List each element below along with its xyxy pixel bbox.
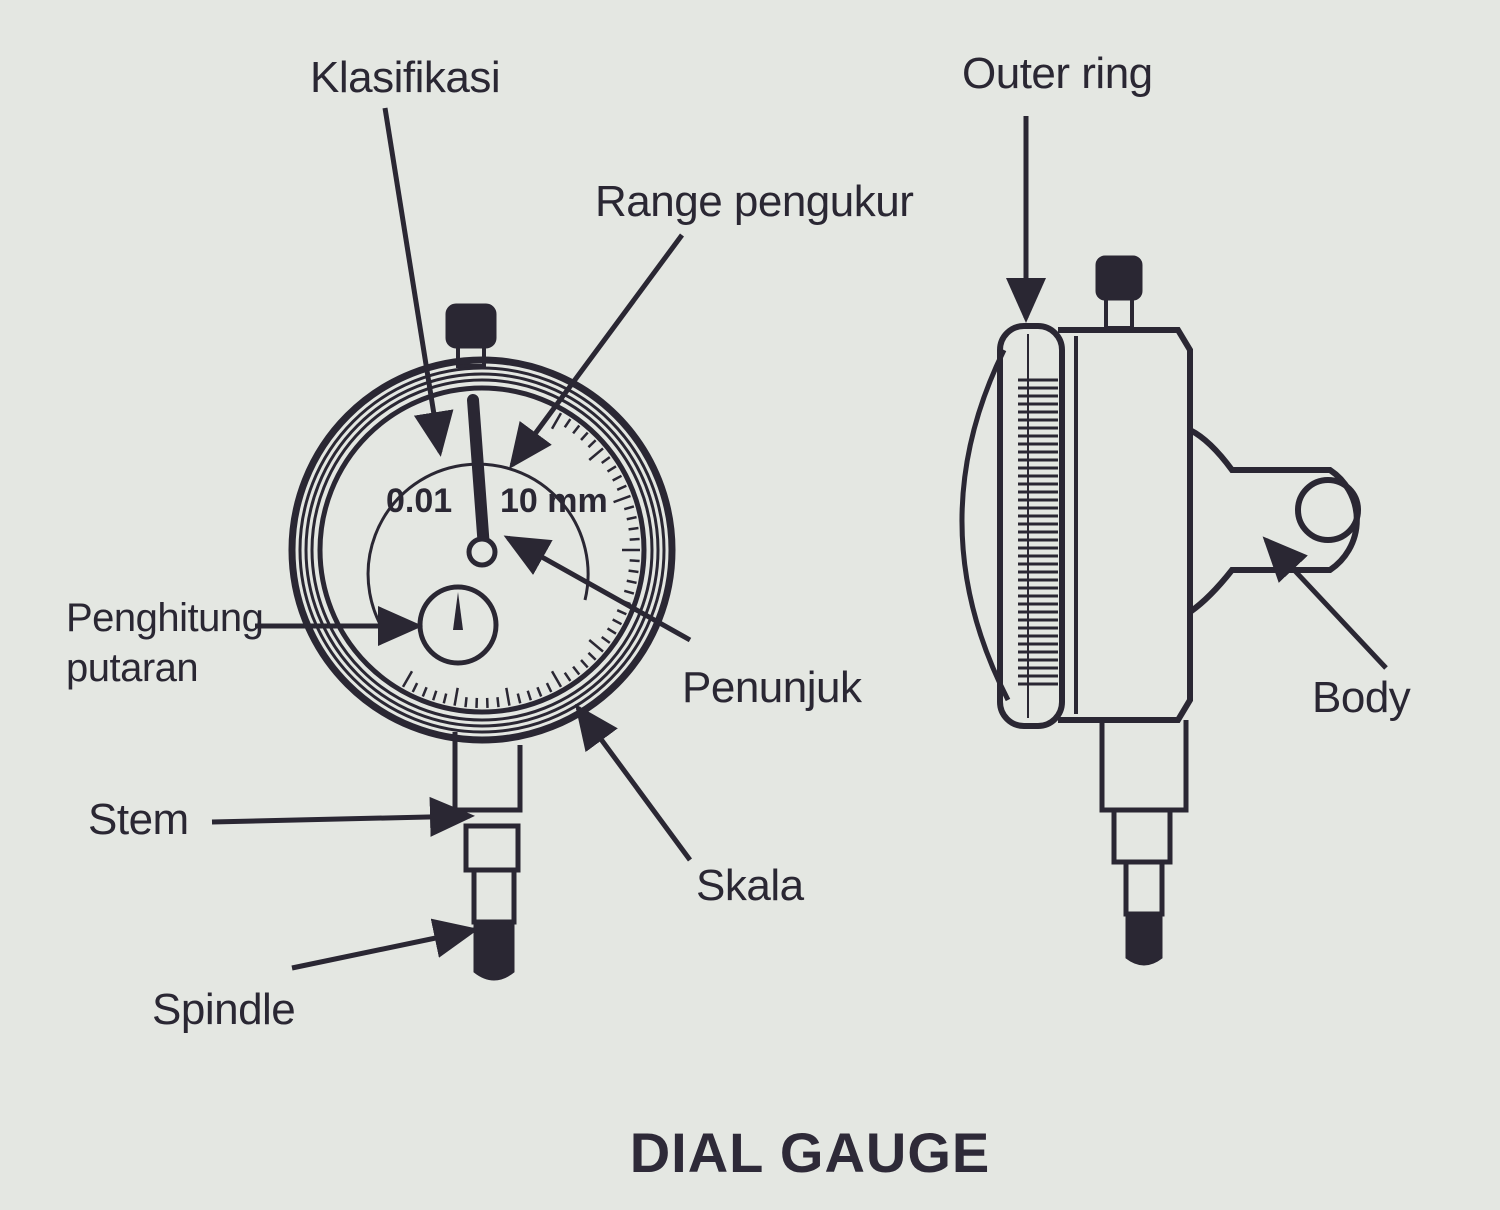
penunjuk-arrow: [503, 535, 692, 643]
side-top-knob: [1095, 255, 1143, 301]
stem-lower: [463, 823, 521, 873]
label-spindle: Spindle: [152, 985, 296, 1034]
side-outer-ring: [997, 323, 1065, 729]
scale-tick: [600, 456, 611, 465]
scale-tick: [431, 690, 438, 701]
scale-tick: [612, 474, 623, 482]
inner-scale-arc: [366, 462, 590, 641]
scale-tick: [572, 424, 581, 435]
side-stem-lower: [1111, 807, 1173, 865]
scale-tick: [580, 659, 589, 669]
scale-tick: [613, 494, 631, 504]
scale-tick: [629, 559, 640, 563]
lug-hole: [1295, 477, 1361, 543]
dial-scale-ticks: [401, 412, 640, 708]
side-leader-lines: [1006, 116, 1388, 670]
scale-tick: [411, 682, 419, 693]
scale-tick: [587, 439, 597, 449]
side-stem: [1099, 720, 1189, 813]
body-arrow: [1262, 536, 1388, 670]
stem-arrow: [211, 796, 475, 837]
stem-body: [452, 732, 523, 813]
scale-tick: [496, 697, 500, 708]
scale-tick: [616, 609, 627, 616]
scale-tick: [580, 431, 589, 441]
scale-tick: [600, 635, 611, 644]
scale-tick: [464, 697, 468, 708]
scale-tick: [516, 693, 522, 704]
label-penunjuk: Penunjuk: [682, 663, 862, 712]
crystal: [959, 348, 1011, 702]
scale-tick: [626, 579, 637, 585]
knurl-lines: [1018, 378, 1058, 686]
main-pointer: [467, 394, 490, 554]
front-view-gauge: [288, 303, 676, 981]
label-body: Body: [1312, 673, 1411, 722]
scale-tick: [628, 526, 639, 531]
scale-tick: [628, 569, 639, 574]
side-spindle: [1123, 859, 1165, 917]
spindle-arrow: [291, 918, 479, 971]
scale-tick: [616, 484, 627, 491]
mounting-lug: [1188, 427, 1360, 615]
dial-face-ring: [317, 385, 647, 715]
scale-tick: [550, 670, 563, 688]
scale-tick: [505, 687, 511, 706]
side-spindle-tip: [1125, 913, 1163, 966]
skala-arrow: [575, 703, 693, 862]
scale-tick: [612, 618, 623, 626]
label-putaran: putaran: [66, 646, 199, 690]
scale-tick: [526, 690, 533, 701]
scale-tick: [563, 418, 572, 429]
spindle-shaft: [471, 867, 517, 925]
scale-tick: [545, 682, 553, 693]
scale-tick: [550, 412, 563, 430]
scale-tick: [442, 693, 448, 704]
scale-tick: [587, 651, 597, 661]
diagram-title: DIAL GAUGE: [629, 1121, 991, 1184]
label-klasifikasi: Klasifikasi: [310, 53, 501, 102]
label-skala: Skala: [696, 861, 804, 910]
scale-tick: [536, 686, 543, 697]
label-range-pengukur: Range pengukur: [595, 177, 914, 226]
dial-range-text: 10 mm: [500, 482, 608, 520]
scale-tick: [626, 515, 637, 521]
counter-pointer: [453, 592, 463, 630]
side-knob-neck: [1104, 296, 1134, 330]
scale-tick: [606, 627, 617, 635]
top-knob: [445, 303, 497, 349]
side-view-gauge: [959, 255, 1361, 966]
scale-tick: [629, 537, 640, 541]
top-knob-neck: [456, 344, 486, 368]
scale-tick: [421, 686, 428, 697]
scale-tick: [401, 670, 414, 688]
scale-tick: [572, 665, 581, 676]
scale-tick: [606, 465, 617, 473]
label-stem: Stem: [88, 795, 189, 844]
scale-tick: [453, 687, 459, 706]
front-leader-lines: [211, 107, 693, 971]
label-penghitung: Penghitung: [66, 596, 264, 640]
dial-resolution-text: 0.01: [386, 482, 452, 520]
side-body: [1058, 327, 1193, 723]
range-pengukur-arrow: [509, 233, 685, 470]
scale-tick: [623, 505, 635, 511]
scale-tick: [588, 639, 604, 653]
pointer-hub: [466, 536, 498, 568]
scale-tick: [588, 447, 604, 461]
spindle-tip: [473, 921, 515, 981]
klasifikasi-arrow: [382, 107, 454, 457]
label-outer-ring: Outer ring: [962, 49, 1153, 98]
scale-tick: [563, 671, 572, 682]
scale-tick: [623, 589, 635, 595]
outer-bezel: [288, 356, 676, 744]
